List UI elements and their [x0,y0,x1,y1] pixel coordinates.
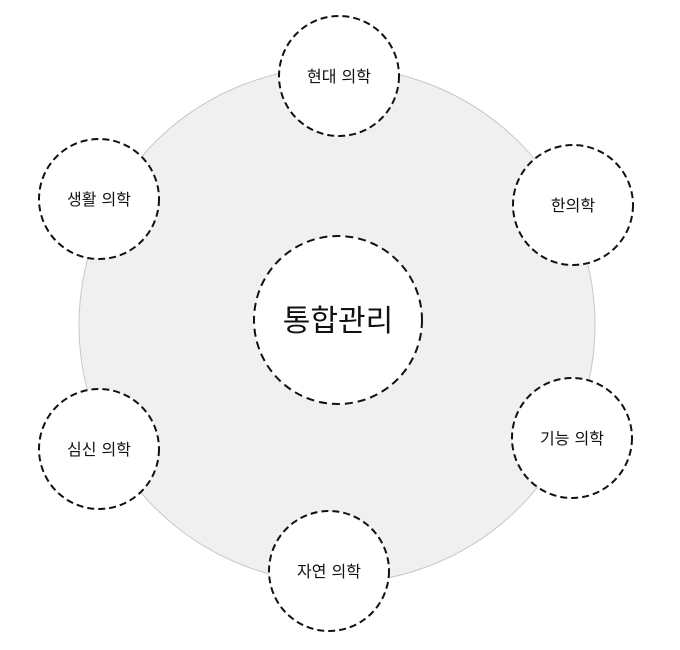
node-functional-medicine: 기능 의학 [511,377,633,499]
node-label: 한의학 [551,196,595,215]
node-label: 현대 의학 [307,67,371,86]
node-label: 심신 의학 [67,440,131,459]
node-mind-body-medicine: 심신 의학 [38,388,160,510]
node-label: 생활 의학 [67,190,131,209]
center-label: 통합관리 [283,304,393,339]
node-modern-medicine: 현대 의학 [278,15,400,137]
node-label: 자연 의학 [297,562,361,581]
node-lifestyle-medicine: 생활 의학 [38,138,160,260]
node-natural-medicine: 자연 의학 [268,510,390,632]
node-label: 기능 의학 [540,429,604,448]
center-node: 통합관리 [253,235,423,405]
node-korean-medicine: 한의학 [512,144,634,266]
